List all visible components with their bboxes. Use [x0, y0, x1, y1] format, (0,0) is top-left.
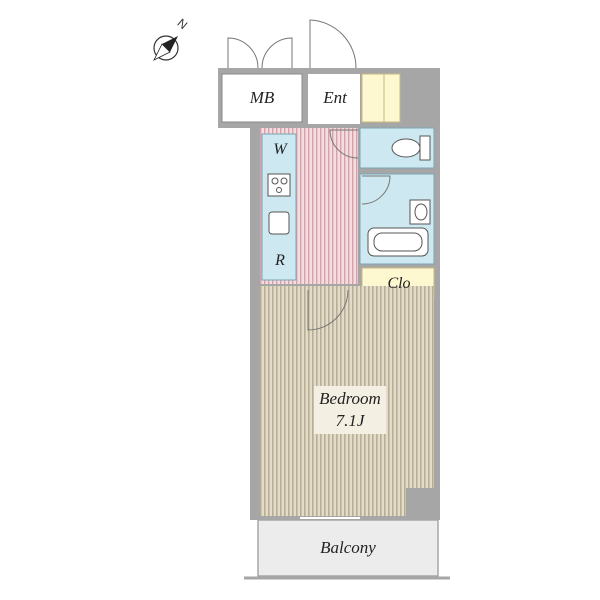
washbasin-icon [409, 199, 431, 225]
bedroom-size: 7.1J [335, 411, 365, 430]
toilet-icon [391, 135, 431, 161]
balcony [257, 519, 439, 577]
bathtub-icon [367, 227, 429, 257]
sink-icon [268, 211, 290, 235]
washer-label: W [273, 141, 287, 158]
entrance [308, 74, 360, 124]
bedroom-label: Bedroom 7.1J [300, 388, 400, 432]
stove-icon [267, 173, 291, 197]
bedroom-name: Bedroom [319, 389, 381, 408]
meter-box-label: MB [249, 88, 275, 107]
shoe-closet [361, 73, 401, 123]
balcony-label: Balcony [320, 538, 376, 557]
bedroom-label-bg [314, 386, 386, 434]
meter-box [221, 73, 303, 123]
closet-label: Clo [387, 275, 411, 292]
refrigerator-label: R [275, 252, 285, 269]
entrance-label: Ent [323, 88, 347, 107]
exterior-doors [227, 19, 391, 331]
compass-icon [153, 35, 179, 61]
kitchen-counter [261, 133, 297, 281]
